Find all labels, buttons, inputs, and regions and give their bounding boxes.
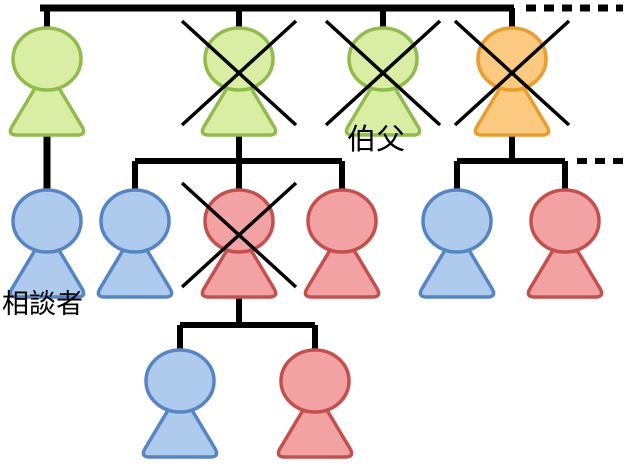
person-icon bbox=[180, 181, 298, 299]
person-head bbox=[529, 188, 601, 254]
person-head bbox=[99, 188, 171, 254]
cross-out-mark bbox=[180, 181, 298, 289]
person-head bbox=[306, 188, 378, 254]
person-head bbox=[476, 26, 548, 92]
person-head bbox=[11, 26, 83, 92]
person-icon bbox=[141, 348, 219, 459]
person-icon bbox=[8, 188, 86, 299]
cross-out-mark bbox=[453, 19, 571, 127]
person-icon bbox=[324, 19, 442, 137]
person-icon bbox=[418, 188, 496, 299]
person-icon bbox=[180, 19, 298, 137]
uncle-label: 伯父 bbox=[347, 124, 406, 156]
cross-out-mark bbox=[180, 19, 298, 127]
person-icon bbox=[526, 188, 604, 299]
person-head bbox=[144, 348, 216, 414]
person-icon bbox=[276, 348, 354, 459]
consulter-label: 相談者 bbox=[2, 289, 83, 319]
person-icon bbox=[8, 26, 86, 137]
cross-out-mark bbox=[324, 19, 442, 127]
person-head bbox=[11, 188, 83, 254]
person-head bbox=[279, 348, 351, 414]
person-head bbox=[203, 26, 275, 92]
person-icon bbox=[453, 19, 571, 137]
person-icon bbox=[303, 188, 381, 299]
person-head bbox=[203, 188, 275, 254]
person-head bbox=[421, 188, 493, 254]
person-head bbox=[347, 26, 419, 92]
person-icon bbox=[96, 188, 174, 299]
